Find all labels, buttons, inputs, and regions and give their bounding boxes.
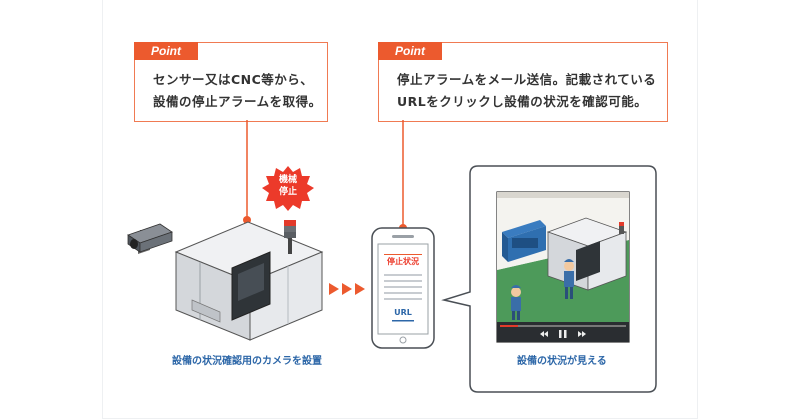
video-progress-fill [500,325,518,327]
point-right-line2: URLをクリックし設備の状況を確認可能。 [397,94,648,109]
camera-icon [127,223,173,254]
flow-arrows [329,283,365,295]
rewind-icon [544,331,548,337]
worker-figure-1 [564,259,574,299]
phone-url-link[interactable]: URL [394,308,412,317]
point-tag-right: Point [378,42,442,60]
arrow-3 [355,283,365,295]
point-box-left: Point センサー又はCNC等から、 設備の停止アラームを取得。 [134,42,328,122]
point-left-line2: 設備の停止アラームを取得。 [153,94,322,109]
blue-equipment-icon [502,220,546,262]
signal-tower-icon [284,220,296,254]
point-right-line1: 停止アラームをメール送信。記載されている [397,72,657,87]
smartphone-icon [371,227,435,349]
caption-left: 設備の状況確認用のカメラを設置 [172,356,322,367]
video-player [496,191,630,343]
caption-right: 設備の状況が見える [517,356,607,367]
alarm-badge [262,166,314,211]
point-box-right: Point 停止アラームをメール送信。記載されている URLをクリックし設備の状… [378,42,668,122]
phone-alert-title: 停止状況 [387,257,419,266]
point-tag-left: Point [134,42,198,60]
video-progress-track [500,325,626,327]
worker-figure-2 [511,285,521,320]
pause-icon [559,330,562,338]
point-left-line1: センサー又はCNC等から、 [153,72,314,87]
arrow-2 [342,283,352,295]
alarm-badge-text: 機械 停止 [278,175,297,197]
video-machine-icon [546,217,628,291]
fast-forward-icon [578,331,582,337]
arrow-1 [329,283,339,295]
cnc-machine-icon [174,221,324,341]
